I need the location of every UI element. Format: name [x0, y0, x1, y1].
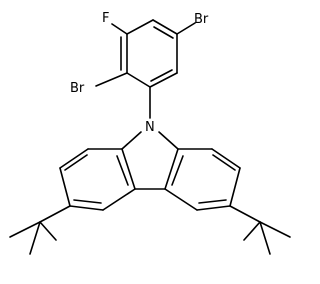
bond-left-c1-c2 [59, 148, 89, 169]
bond-right-c6-c5 [196, 205, 231, 211]
atom-label-fluorine: F [102, 11, 109, 26]
bond-ring1-c4-c5-inner [153, 26, 174, 39]
bond-left-c9a-c4a-inner [116, 155, 129, 186]
bond-c8a-c4b [164, 148, 179, 190]
bond-left-c2-c3 [59, 167, 71, 207]
bond-left-c4-c4a [102, 188, 136, 211]
bond-c-f [111, 23, 128, 35]
bond-right-c6-c5-inner [198, 199, 227, 204]
bond-ring1-c6-c1 [149, 72, 178, 88]
bond-right-tbu-attach [229, 205, 261, 223]
bond-c-br-top [176, 22, 196, 35]
bond-right-tbu-methyl-3 [259, 221, 271, 255]
bond-ring1-c1-c2 [126, 72, 151, 88]
atom-label-nitrogen: N [145, 120, 155, 135]
bond-ring1-c6-c1-inner [150, 69, 173, 82]
bond-left-tbu-methyl-2 [39, 221, 57, 241]
bond-left-c3-c4-inner [73, 199, 102, 204]
bond-right-c8-c7 [211, 148, 241, 169]
bond-right-c5-c4b [164, 188, 198, 211]
bond-n-c8a [158, 131, 179, 150]
bond-c9a-c4a [121, 148, 136, 190]
bond-right-c7-c6 [229, 167, 241, 207]
bond-left-tbu-methyl-1 [9, 221, 41, 238]
bond-left-tbu-attach [39, 205, 71, 223]
bonds [9, 19, 291, 255]
bond-right-c8-c7-inner [212, 154, 236, 171]
molecule-structure: Br F Br N [9, 11, 291, 255]
bond-left-tbu-methyl-3 [29, 221, 41, 255]
bond-n-c9a [121, 131, 142, 150]
bond-c-br-left [95, 72, 128, 87]
atom-label-br-top: Br [194, 12, 209, 27]
bond-right-tbu-methyl-1 [259, 221, 291, 238]
bond-ring1-c4-c5 [152, 19, 178, 35]
atom-labels: Br F Br N [70, 11, 209, 135]
bond-right-c8a-c4b-inner [171, 155, 184, 186]
atom-label-br-left: Br [70, 81, 85, 96]
bond-ring1-c3-c4 [126, 19, 154, 35]
bond-right-tbu-methyl-2 [243, 221, 261, 241]
bond-left-c1-c2-inner [64, 154, 88, 171]
bond-left-c3-c4 [69, 205, 104, 211]
